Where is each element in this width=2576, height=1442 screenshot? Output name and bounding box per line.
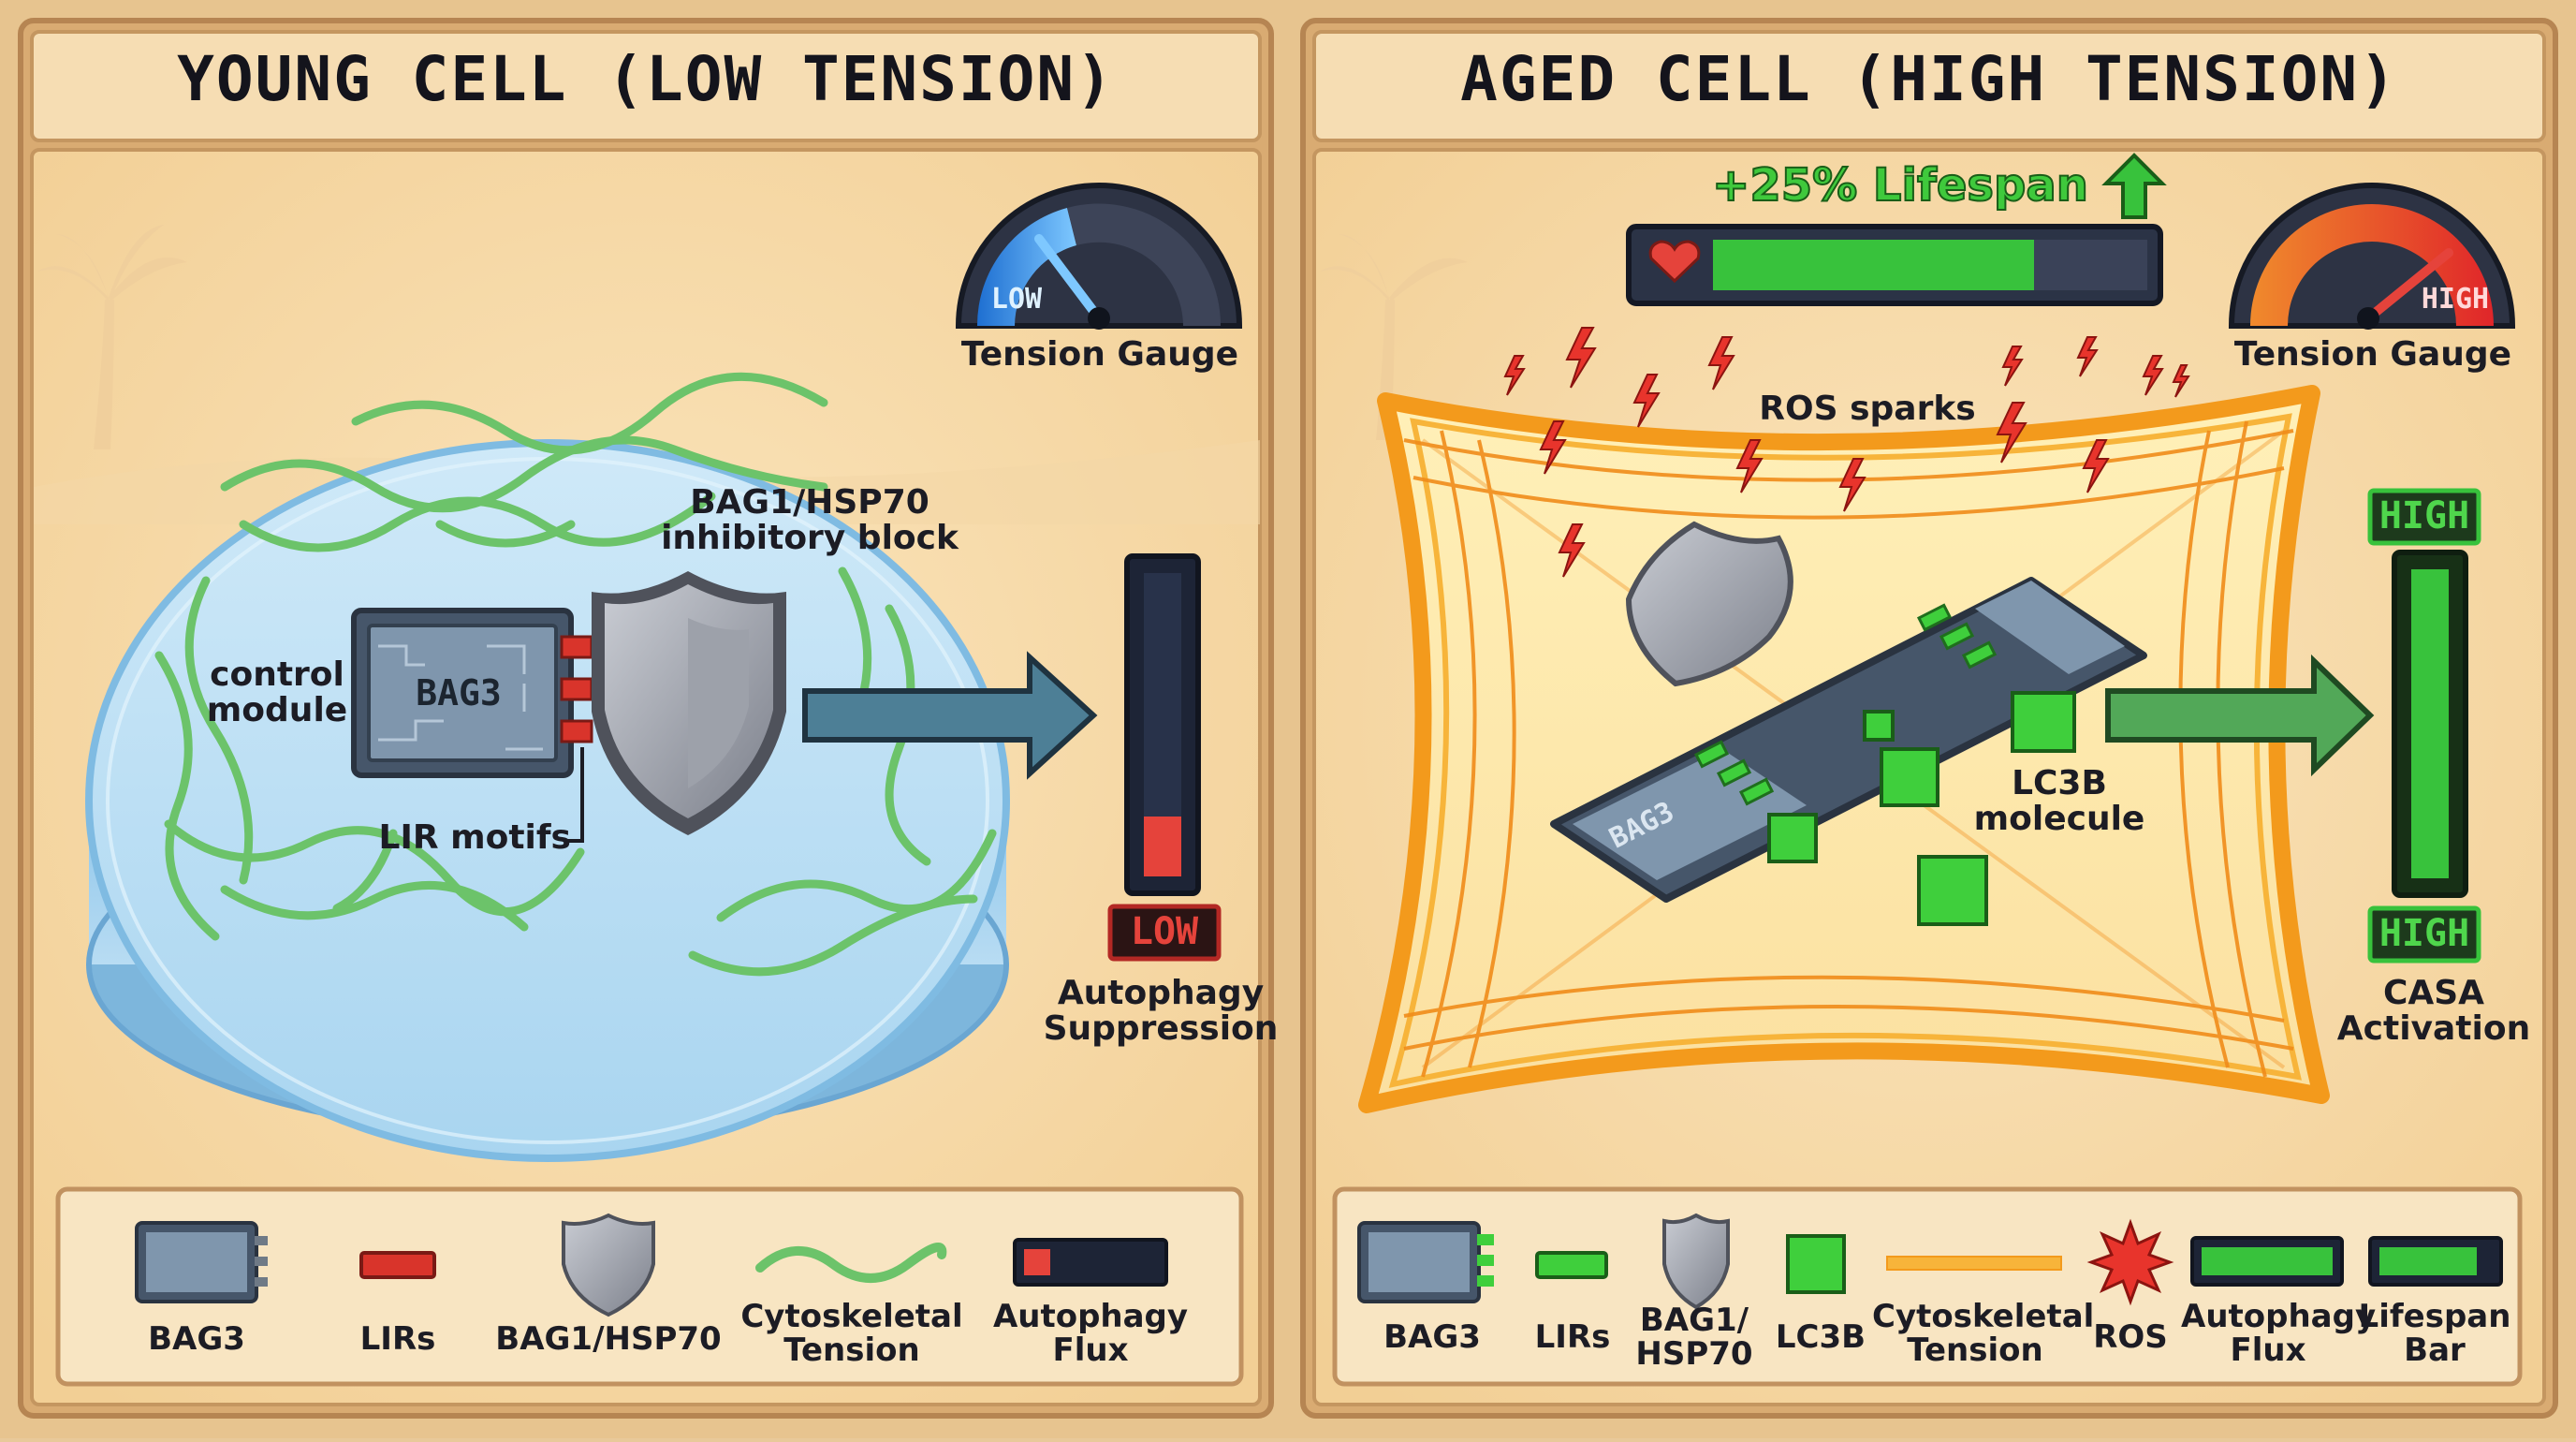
tension-gauge-label-left: Tension Gauge: [960, 335, 1239, 374]
legend-bag1-label: BAG1/HSP70: [495, 1320, 722, 1358]
flux-bar-icon: [1013, 1238, 1168, 1287]
legend-r-ros-label: ROS: [2093, 1318, 2168, 1356]
ros-burst-icon: [2086, 1218, 2174, 1306]
flux-low-badge: LOW: [1130, 910, 1199, 953]
autophagy-flux-bar: [1124, 553, 1201, 896]
bag3-chip-label: BAG3: [416, 672, 502, 714]
bag3-chip-stretched: [1550, 577, 2147, 903]
legend-r-lc3b-label: LC3B: [1775, 1318, 1866, 1356]
low-badge-frame: [1107, 904, 1222, 962]
bag3-chip-icon: [1357, 1221, 1494, 1303]
casa-activation-label: CASA Activation: [2336, 974, 2531, 1048]
tension-line-icon: [1886, 1256, 2062, 1271]
cytoskeletal-filaments: [154, 372, 997, 977]
flux-bar-icon: [2190, 1236, 2344, 1287]
lifespan-fill: [1713, 240, 2034, 290]
right-legend: [1332, 1186, 2523, 1387]
gauge-high-text: HIGH: [2421, 283, 2490, 316]
lifespan-bar: [1626, 224, 2163, 306]
legend-r-lifespan-label: Lifespan Bar: [2358, 1298, 2511, 1369]
tension-gauge-label-right: Tension Gauge: [2233, 335, 2512, 374]
legend-r-bag1-label: BAG1/ HSP70: [1635, 1302, 1753, 1373]
right-title-bar: [1312, 30, 2546, 142]
bag3-chip: [351, 608, 593, 778]
control-module-label: control module: [206, 655, 348, 729]
lir-motif: [560, 677, 593, 701]
lc3b-molecule-label: LC3B molecule: [1973, 764, 2145, 838]
heart-icon: [1648, 240, 1701, 284]
gauge-low-text: LOW: [990, 283, 1043, 316]
palm-tree-icon: [37, 225, 187, 449]
flux-fill-high: [2411, 569, 2449, 878]
casa-high-badge-bottom: HIGH: [2378, 912, 2470, 955]
legend-r-cytoskeletal-label: Cytoskeletal Tension: [1872, 1298, 2095, 1369]
lir-motif: [560, 635, 593, 659]
tension-gauge-low: [955, 183, 1243, 330]
legend-r-lirs-label: LIRs: [1534, 1318, 1611, 1356]
legend-flux-label: Autophagy Flux: [992, 1298, 1189, 1369]
right-panel: [1300, 18, 2558, 1419]
ros-sparks: [1503, 327, 2190, 578]
ros-sparks-label: ROS sparks: [1759, 390, 1976, 428]
left-legend: [55, 1186, 1244, 1387]
lir-motifs-label: LIR motifs: [378, 818, 571, 857]
high-badge-top-frame: [2367, 488, 2481, 546]
lir-icon: [359, 1251, 436, 1279]
shield-icon: [562, 1213, 655, 1317]
lifespan-label: +25% Lifespan: [1711, 158, 2089, 213]
lir-motif: [560, 719, 593, 743]
lifespan-bar-icon: [2368, 1236, 2503, 1287]
bag1-hsp70-shield: [592, 571, 786, 835]
lc3b-molecules: [1767, 691, 2076, 926]
high-badge-bottom-frame: [2367, 905, 2481, 964]
casa-high-badge-top: HIGH: [2378, 494, 2470, 537]
shield-icon: [1662, 1213, 1730, 1310]
gauge-needle: [1034, 234, 1104, 323]
left-title-bar: [30, 30, 1262, 142]
autophagy-suppression-label: Autophagy Suppression: [1043, 974, 1279, 1048]
lir-icon: [1535, 1251, 1608, 1279]
left-panel: [18, 18, 1274, 1419]
tension-gauge-high: [2228, 183, 2516, 330]
lir-pointer-line: [565, 747, 584, 843]
lc3b-cube-icon: [1786, 1234, 1846, 1294]
casa-flux-bar: [2392, 550, 2468, 898]
shield-label: BAG1/HSP70 inhibitory block: [661, 483, 959, 557]
left-panel-title: YOUNG CELL (LOW TENSION): [177, 43, 1115, 115]
legend-lirs-label: LIRs: [359, 1320, 436, 1358]
bag3-chip-icon: [135, 1221, 268, 1303]
legend-cytoskeletal-label: Cytoskeletal Tension: [740, 1298, 963, 1369]
bag1-hsp70-shield-displaced: [1625, 521, 1793, 687]
right-panel-title: AGED CELL (HIGH TENSION): [1460, 43, 2398, 115]
up-arrow-icon: [2101, 153, 2167, 219]
legend-bag3-label: BAG3: [148, 1320, 245, 1358]
gauge-needle: [2364, 248, 2453, 323]
legend-r-bag3-label: BAG3: [1383, 1318, 1481, 1356]
arrow-to-flux: [802, 651, 1098, 780]
arrow-to-casa: [2105, 654, 2375, 777]
legend-r-flux-label: Autophagy Flux: [2181, 1298, 2377, 1369]
flux-fill-low: [1144, 817, 1181, 876]
tension-filament-icon: [755, 1243, 947, 1283]
